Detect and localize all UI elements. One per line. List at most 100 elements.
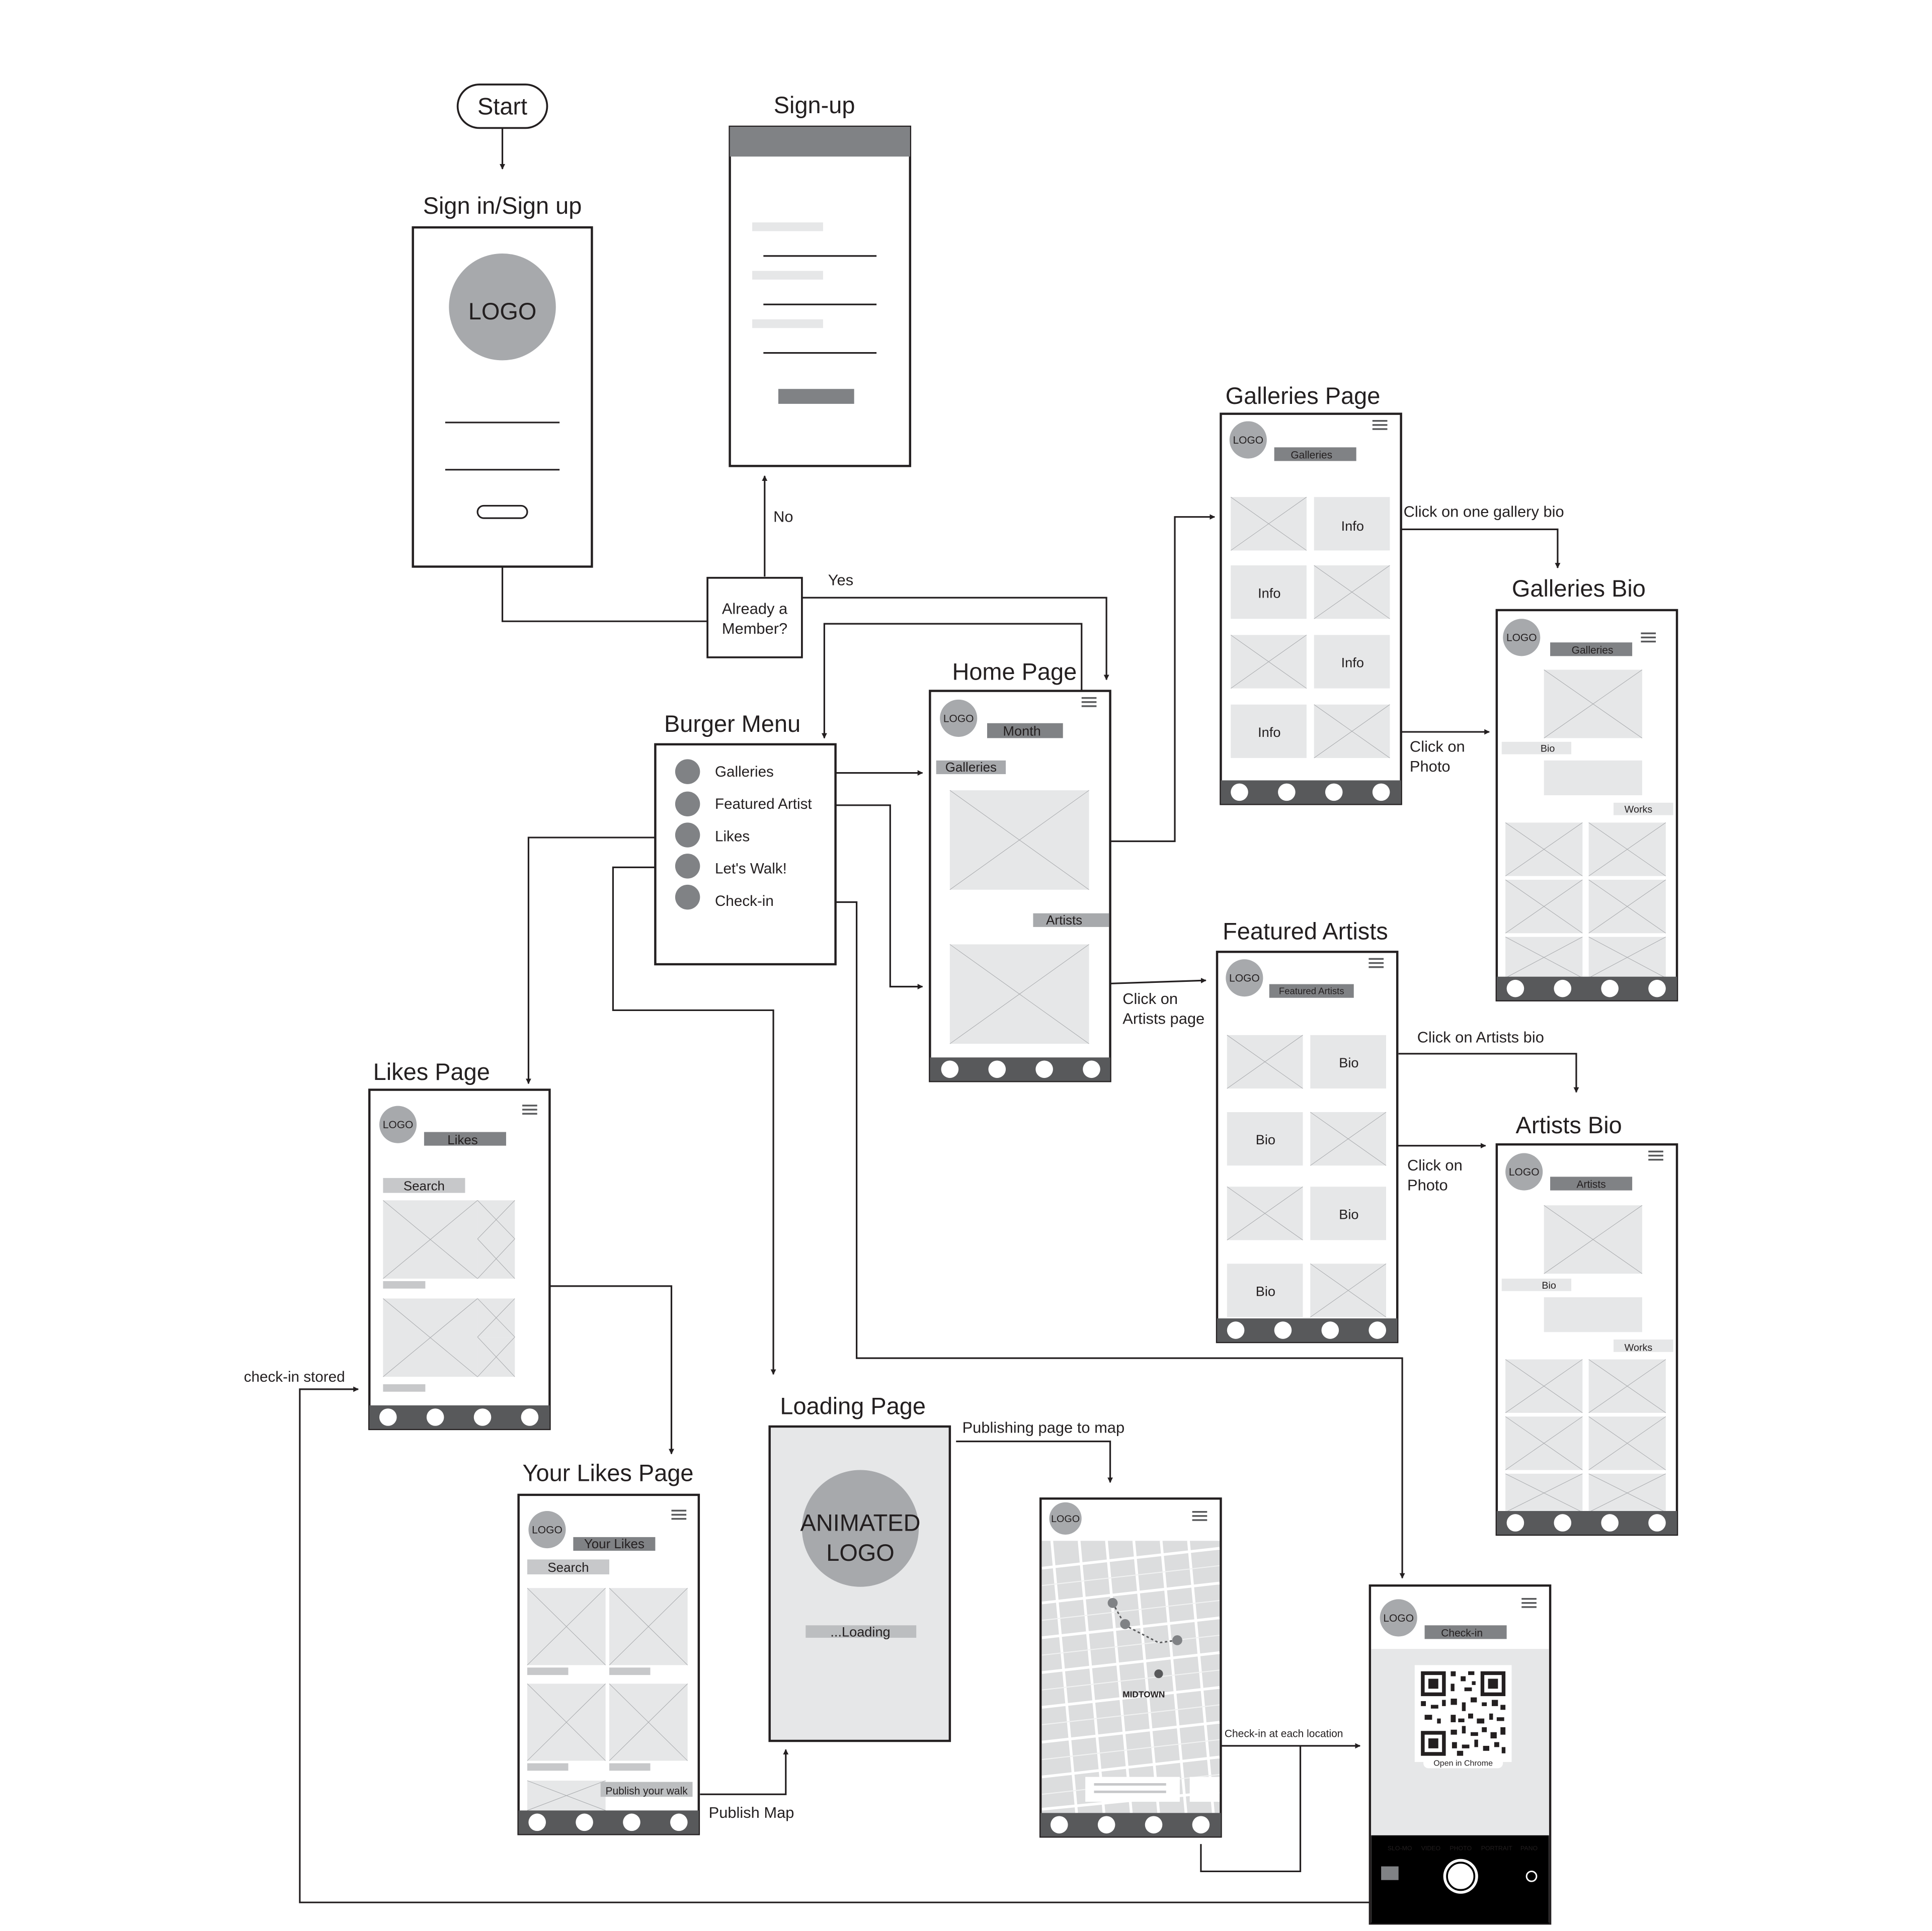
nav-dot-icon[interactable]	[1601, 1514, 1619, 1532]
nav-dot-icon[interactable]	[1231, 783, 1248, 801]
nav-dot-icon[interactable]	[988, 1060, 1006, 1078]
logo-text: LOGO	[1051, 1514, 1080, 1525]
search-input[interactable]	[527, 1559, 609, 1574]
hamburger-icon[interactable]	[671, 1509, 687, 1520]
hamburger-icon[interactable]	[1641, 632, 1656, 643]
city-map[interactable]: MIDTOWN	[1041, 1541, 1220, 1813]
nav-dot-icon[interactable]	[1192, 1816, 1210, 1834]
logo-circle	[1505, 1153, 1543, 1191]
bottom-nav-bar	[1217, 1318, 1398, 1342]
nav-dot-icon[interactable]	[473, 1408, 492, 1426]
menu-item-likes[interactable]: Likes	[715, 828, 750, 845]
map-pin-icon	[1107, 1598, 1118, 1608]
open-in-chrome-label: Open in Chrome	[1433, 1758, 1493, 1768]
nav-dot-icon[interactable]	[576, 1813, 593, 1831]
menu-dot-icon	[675, 884, 700, 910]
signin-button[interactable]	[476, 505, 528, 519]
nav-dot-icon[interactable]	[1083, 1060, 1100, 1078]
yes-label: Yes	[828, 571, 853, 589]
your-likes-title: Your Likes Page	[523, 1460, 694, 1486]
qr-code-icon[interactable]	[1414, 1665, 1512, 1762]
nav-dot-icon[interactable]	[528, 1813, 546, 1831]
hamburger-icon[interactable]	[1648, 1150, 1663, 1161]
map-info-card	[1085, 1777, 1180, 1802]
artists-section-label: Artists	[1046, 913, 1082, 928]
decision-node: Already a Member?	[706, 576, 803, 658]
publish-walk-label: Publish your walk	[605, 1785, 688, 1797]
nav-dot-icon[interactable]	[1227, 1321, 1245, 1339]
camera-mode-active[interactable]: PHOTO	[1450, 1844, 1472, 1852]
signin-title: Sign in/Sign up	[423, 193, 582, 219]
bio-label: Bio	[1339, 1055, 1358, 1070]
menu-item-galleries[interactable]: Galleries	[715, 764, 774, 780]
nav-dot-icon[interactable]	[379, 1408, 397, 1426]
hamburger-icon[interactable]	[1521, 1598, 1537, 1608]
galleries-page-title: Galleries Page	[1226, 383, 1381, 409]
nav-dot-icon[interactable]	[1648, 1514, 1666, 1532]
nav-dot-icon[interactable]	[1372, 783, 1390, 801]
menu-dot-icon	[675, 791, 700, 817]
start-label: Start	[477, 93, 527, 119]
publish-walk-button[interactable]	[600, 1782, 693, 1797]
nav-dot-icon[interactable]	[1050, 1816, 1068, 1834]
nav-dot-icon[interactable]	[1097, 1816, 1115, 1834]
hamburger-icon[interactable]	[1369, 958, 1384, 968]
liked-image-placeholder	[609, 1684, 688, 1760]
nav-dot-icon[interactable]	[1506, 1514, 1524, 1532]
logo-circle	[528, 1511, 566, 1549]
gallery-thumbnail-icon[interactable]	[1381, 1866, 1399, 1880]
nav-dot-icon[interactable]	[1145, 1816, 1163, 1834]
open-in-chrome-pill[interactable]	[1423, 1757, 1503, 1769]
menu-item-featured-artist[interactable]: Featured Artist	[715, 796, 812, 812]
camera-mode[interactable]: VIDEO	[1421, 1844, 1441, 1852]
menu-item-lets-walk[interactable]: Let's Walk!	[715, 861, 787, 877]
nav-dot-icon[interactable]	[1554, 1514, 1572, 1532]
nav-dot-icon[interactable]	[1274, 1321, 1292, 1339]
signup-submit-button[interactable]	[778, 389, 854, 404]
featured-artists-title: Featured Artists	[1223, 918, 1388, 945]
nav-dot-icon[interactable]	[1601, 979, 1619, 997]
animated-logo-circle	[801, 1470, 919, 1587]
galleries-section-label: Galleries	[945, 761, 997, 775]
logo-text: LOGO	[943, 713, 974, 724]
camera-mode[interactable]: PANO	[1520, 1844, 1538, 1852]
gallery-thumb	[1231, 497, 1307, 550]
work-thumb	[1505, 1416, 1582, 1470]
liked-image-placeholder	[609, 1588, 688, 1665]
nav-dot-icon[interactable]	[1325, 783, 1343, 801]
switch-camera-icon[interactable]	[1525, 1870, 1538, 1882]
nav-dot-icon[interactable]	[1035, 1060, 1053, 1078]
nav-dot-icon[interactable]	[941, 1060, 959, 1078]
nav-dot-icon[interactable]	[623, 1813, 640, 1831]
menu-dot-icon	[675, 822, 700, 848]
nav-dot-icon[interactable]	[1369, 1321, 1386, 1339]
nav-dot-icon[interactable]	[426, 1408, 444, 1426]
nav-dot-icon[interactable]	[521, 1408, 539, 1426]
menu-item-check-in[interactable]: Check-in	[715, 893, 774, 909]
nav-dot-icon[interactable]	[1554, 979, 1572, 997]
home-screen: LOGO Month Galleries Artists	[930, 690, 1110, 1081]
flow-label-artists-bio: Click on Artists bio	[1417, 1029, 1544, 1046]
artist-image-placeholder	[950, 945, 1089, 1044]
hamburger-icon[interactable]	[1372, 419, 1388, 430]
signup-title: Sign-up	[774, 92, 855, 118]
hamburger-icon[interactable]	[522, 1105, 537, 1115]
camera-mode[interactable]: SLO-MO	[1388, 1844, 1412, 1852]
nav-dot-icon[interactable]	[1506, 979, 1524, 997]
camera-mode[interactable]: PORTRAIT	[1481, 1844, 1513, 1852]
likes-page-title: Likes Page	[373, 1059, 490, 1085]
search-input[interactable]	[383, 1178, 465, 1193]
hamburger-icon[interactable]	[1081, 697, 1097, 707]
nav-dot-icon[interactable]	[1648, 979, 1666, 997]
hamburger-icon[interactable]	[1192, 1511, 1208, 1521]
nav-dot-icon[interactable]	[1321, 1321, 1339, 1339]
nav-dot-icon[interactable]	[670, 1813, 688, 1831]
nav-dot-icon[interactable]	[1278, 783, 1296, 801]
burger-title: Burger Menu	[664, 711, 800, 737]
logo-text: LOGO	[1506, 632, 1537, 644]
galleries-page-screen: LOGO Galleries Info Info Info Info	[1221, 412, 1401, 805]
bio-label: Bio	[1256, 1284, 1275, 1299]
galleries-tab-label: Galleries	[1291, 450, 1332, 461]
logo-text: LOGO	[1383, 1613, 1414, 1624]
signup-screen	[729, 125, 912, 467]
